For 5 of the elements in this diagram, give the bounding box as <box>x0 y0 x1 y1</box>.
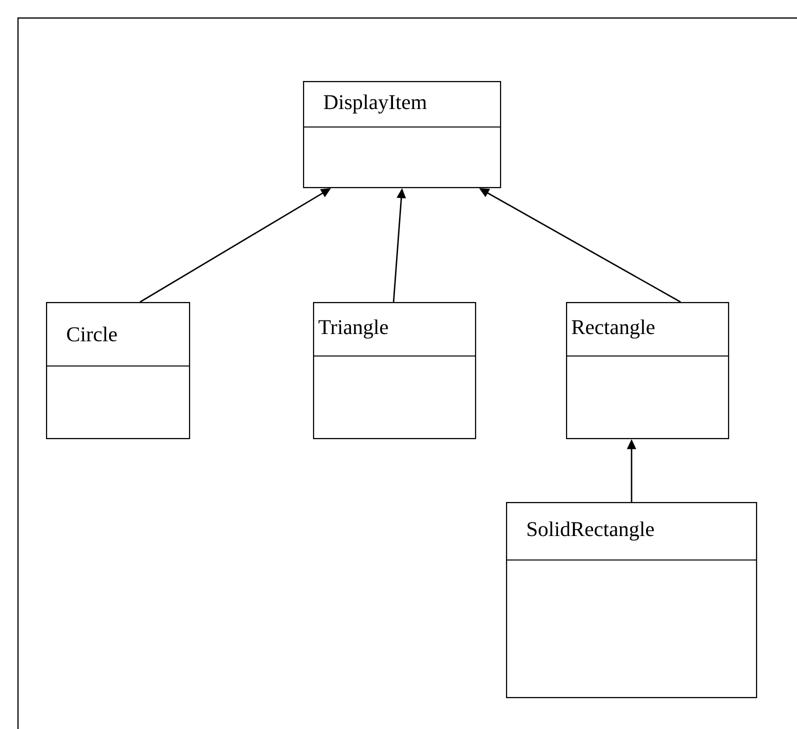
class-box: Triangle <box>313 302 476 440</box>
class-box: DisplayItem <box>303 81 502 188</box>
class-box: Circle <box>46 302 190 440</box>
class-box: SolidRectangle <box>506 502 758 698</box>
class-box: Rectangle <box>566 302 730 440</box>
